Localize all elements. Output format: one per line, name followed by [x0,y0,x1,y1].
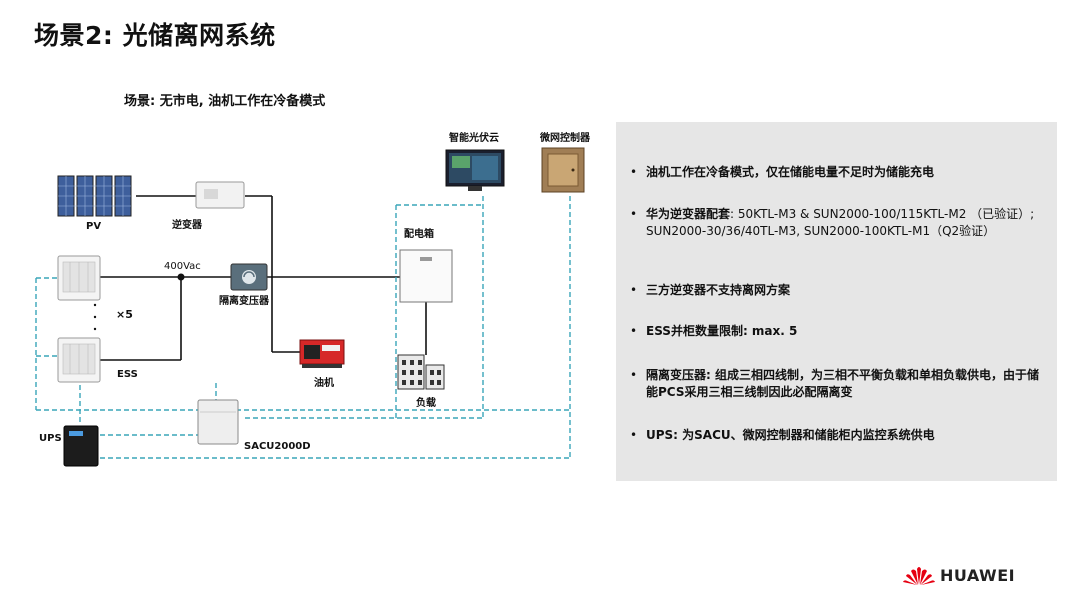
bus-junction-dot [177,273,185,281]
inverter-icon [195,181,245,209]
ups-label: UPS [39,433,62,444]
ess-ellipsis-icon [93,303,97,331]
bullet-bold-text: 华为逆变器配套 [646,207,731,221]
ups-icon [63,425,99,467]
ess-count-label: ×5 [116,308,133,321]
voltage-label: 400Vac [164,261,201,272]
power-lines [100,195,427,361]
system-diagram [35,147,585,467]
sacu2000d-icon [197,399,239,445]
page-title: 场景2: 光储离网系统 [34,21,276,50]
bullet-item: • ESS并柜数量限制: max. 5 [630,323,1042,340]
bullet-dot-icon: • [630,165,638,179]
sacu-label: SACU2000D [244,441,311,452]
distribution-box-label: 配电箱 [404,229,434,240]
pv-panels-icon [57,175,132,217]
inverter-label: 逆变器 [172,220,202,231]
ess-cabinet-top-icon [57,255,101,301]
smart-pv-cloud-monitor-icon [445,149,505,191]
bullet-item: • UPS: 为SACU、微网控制器和储能柜内监控系统供电 [630,427,1042,444]
smart-pv-cloud-label: 智能光伏云 [449,133,499,144]
diesel-generator-icon [299,339,345,368]
bullet-item: • 三方逆变器不支持离网方案 [630,282,1042,299]
transformer-label: 隔离变压器 [219,296,269,307]
bullet-dot-icon: • [630,428,638,442]
bullet-item: • 隔离变压器: 组成三相四线制，为三相不平衡负载和单相负载供电，由于储能PCS… [630,367,1042,401]
ess-label: ESS [117,369,138,380]
bullet-bold-text: ESS并柜数量限制: max. 5 [646,324,798,338]
bullet-dot-icon: • [630,283,638,297]
distribution-box-icon [399,249,453,303]
bullet-bold-text: UPS: 为SACU、微网控制器和储能柜内监控系统供电 [646,428,935,442]
info-panel: • 油机工作在冷备模式，仅在储能电量不足时为储能充电 • 华为逆变器配套: 50… [616,122,1057,481]
bullet-bold-text: 隔离变压器: 组成三相四线制，为三相不平衡负载和单相负载供电，由于储能PCS采用… [646,368,1039,399]
huawei-logo-text: HUAWEI [940,566,1016,585]
load-label: 负载 [416,398,436,409]
microgrid-controller-icon [541,147,585,193]
microgrid-controller-label: 微网控制器 [540,133,590,144]
load-buildings-icon [397,354,445,390]
huawei-logo-icon [903,567,935,585]
ess-cabinet-bottom-icon [57,337,101,383]
bullet-text: : 50KTL-M3 & SUN2000-100/115KTL-M2 （已验证）… [646,207,1035,238]
bullet-item: • 油机工作在冷备模式，仅在储能电量不足时为储能充电 [630,164,1042,181]
bullet-dot-icon: • [630,207,638,221]
bullet-bold-text: 三方逆变器不支持离网方案 [646,283,791,297]
isolation-transformer-icon [230,263,268,291]
scenario-subtitle: 场景: 无市电, 油机工作在冷备模式 [124,94,326,109]
diesel-label: 油机 [314,378,334,389]
bullet-bold-text: 油机工作在冷备模式，仅在储能电量不足时为储能充电 [646,165,935,179]
bullet-item: • 华为逆变器配套: 50KTL-M3 & SUN2000-100/115KTL… [630,206,1042,240]
bullet-dot-icon: • [630,324,638,338]
bullet-dot-icon: • [630,368,638,382]
pv-label: PV [86,221,102,232]
comm-lines [35,196,571,459]
